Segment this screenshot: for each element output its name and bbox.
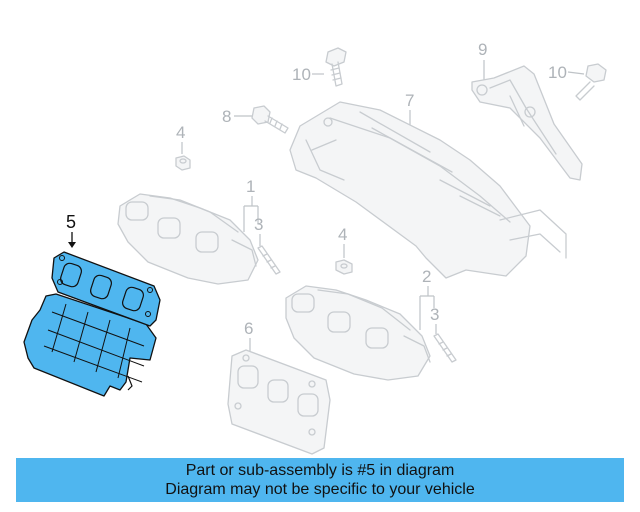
stud-3-left: 3 [254,215,281,275]
nut-4-upper: 4 [175,123,191,171]
info-banner: Part or sub-assembly is #5 in diagram Di… [16,458,624,502]
callout-2: 2 [422,267,431,286]
banner-line-2: Diagram may not be specific to your vehi… [165,481,475,498]
gasket-6: 6 [227,319,331,455]
callout-7: 7 [405,91,414,110]
callout-10-right: 10 [548,63,567,82]
bolt-10-right: 10 [548,63,607,101]
banner-line-1: Part or sub-assembly is #5 in diagram [185,462,455,479]
gasket-5-highlighted[interactable]: 5 [23,212,161,397]
nut-4-lower: 4 [335,225,353,275]
bolt-10-top: 10 [292,47,347,87]
callout-3-left: 3 [254,215,263,234]
heat-shield-7: 7 [289,91,567,279]
bolt-8: 8 [222,105,289,134]
callout-4-lower: 4 [338,225,347,244]
callout-3-right: 3 [430,305,439,324]
callout-10-top: 10 [292,65,311,84]
manifold-2: 2 [285,267,435,381]
callout-5: 5 [66,212,76,232]
stud-3-right: 3 [430,305,457,363]
callout-4-upper: 4 [176,123,185,142]
callout-1: 1 [246,177,255,196]
bracket-9: 9 [471,40,583,181]
manifold-1: 1 [117,177,259,285]
callout-9: 9 [478,40,487,59]
callout-8: 8 [222,107,231,126]
callout-6: 6 [244,319,253,338]
